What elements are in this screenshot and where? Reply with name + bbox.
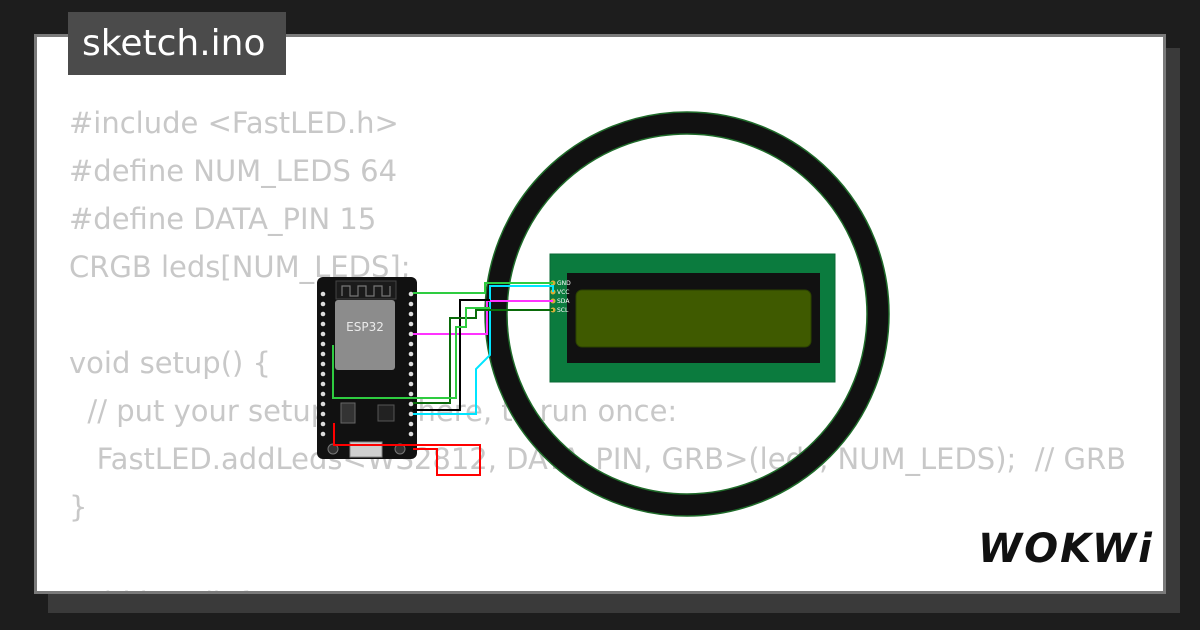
code-line: #include <FastLED.h> [69,106,399,140]
wokwi-logo: WOKWi [978,526,1154,572]
ring-outline-inner [506,133,868,495]
antenna-trace [341,285,391,297]
esp32-chip [377,404,395,422]
code-line: void loop() { [69,579,1126,591]
lcd-pin-label: SDA [557,298,570,305]
code-line: void setup() { [69,346,271,380]
lcd-pin-label: GND [557,280,571,287]
wire-red[interactable] [333,423,481,476]
esp32-label: ESP32 [346,320,384,334]
wire-cyan[interactable] [413,285,554,415]
wire-green-light-2[interactable] [332,307,490,399]
code-line: } [69,490,88,524]
lcd-pin-label: VCC [557,289,569,296]
esp32-pins-left [320,291,326,437]
esp32-board[interactable]: ESP32 [317,277,417,459]
neopixel-ring[interactable] [485,112,889,516]
wire-magenta[interactable] [413,300,553,335]
esp32-module-shield [335,300,395,370]
ring-outline-outer [484,111,890,517]
code-line: #define DATA_PIN 15 [69,202,377,236]
wire-black[interactable] [413,299,490,411]
code-line: #define NUM_LEDS 64 [69,154,398,188]
file-tab[interactable]: sketch.ino [68,12,286,75]
lcd-pin-label: SCL [557,307,569,314]
wire-green-dark[interactable] [413,309,553,404]
wires [332,282,554,476]
esp32-pins-right [408,291,414,437]
esp32-regulator [340,402,356,424]
lcd-module[interactable]: GND VCC SDA SCL [549,253,836,383]
wire-green-light[interactable] [413,282,553,294]
lcd-screen [575,289,812,348]
